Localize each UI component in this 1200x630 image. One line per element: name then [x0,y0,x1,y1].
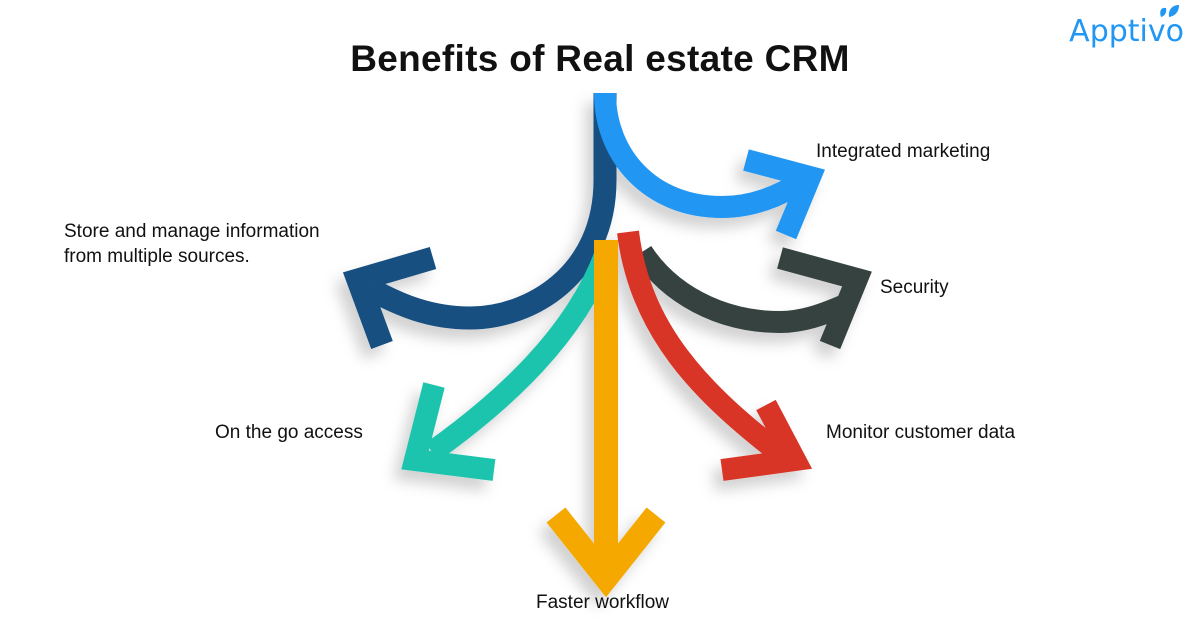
label-faster-workflow: Faster workflow [536,592,670,613]
arrow-store-manage [342,93,617,349]
apptivo-logo: Apptivo [1069,5,1184,49]
label-monitor: Monitor customer data [826,422,1016,443]
arrow-monitor [617,230,813,481]
page-title: Benefits of Real estate CRM [350,38,850,79]
arrow-integrated-marketing [594,92,825,240]
arrow-on-the-go [401,251,616,481]
label-store-manage: Store and manage information from multip… [64,219,320,269]
label-line: from multiple sources. [64,246,250,267]
label-security: Security [880,277,949,298]
label-line: Store and manage information [64,221,320,242]
logo-text: Apptivo [1069,14,1184,49]
arrow-security [632,245,872,350]
arrow-faster-workflow [546,240,666,598]
label-on-the-go: On the go access [215,422,363,443]
label-integrated-marketing: Integrated marketing [816,141,991,162]
leaf-icon [1160,5,1179,17]
